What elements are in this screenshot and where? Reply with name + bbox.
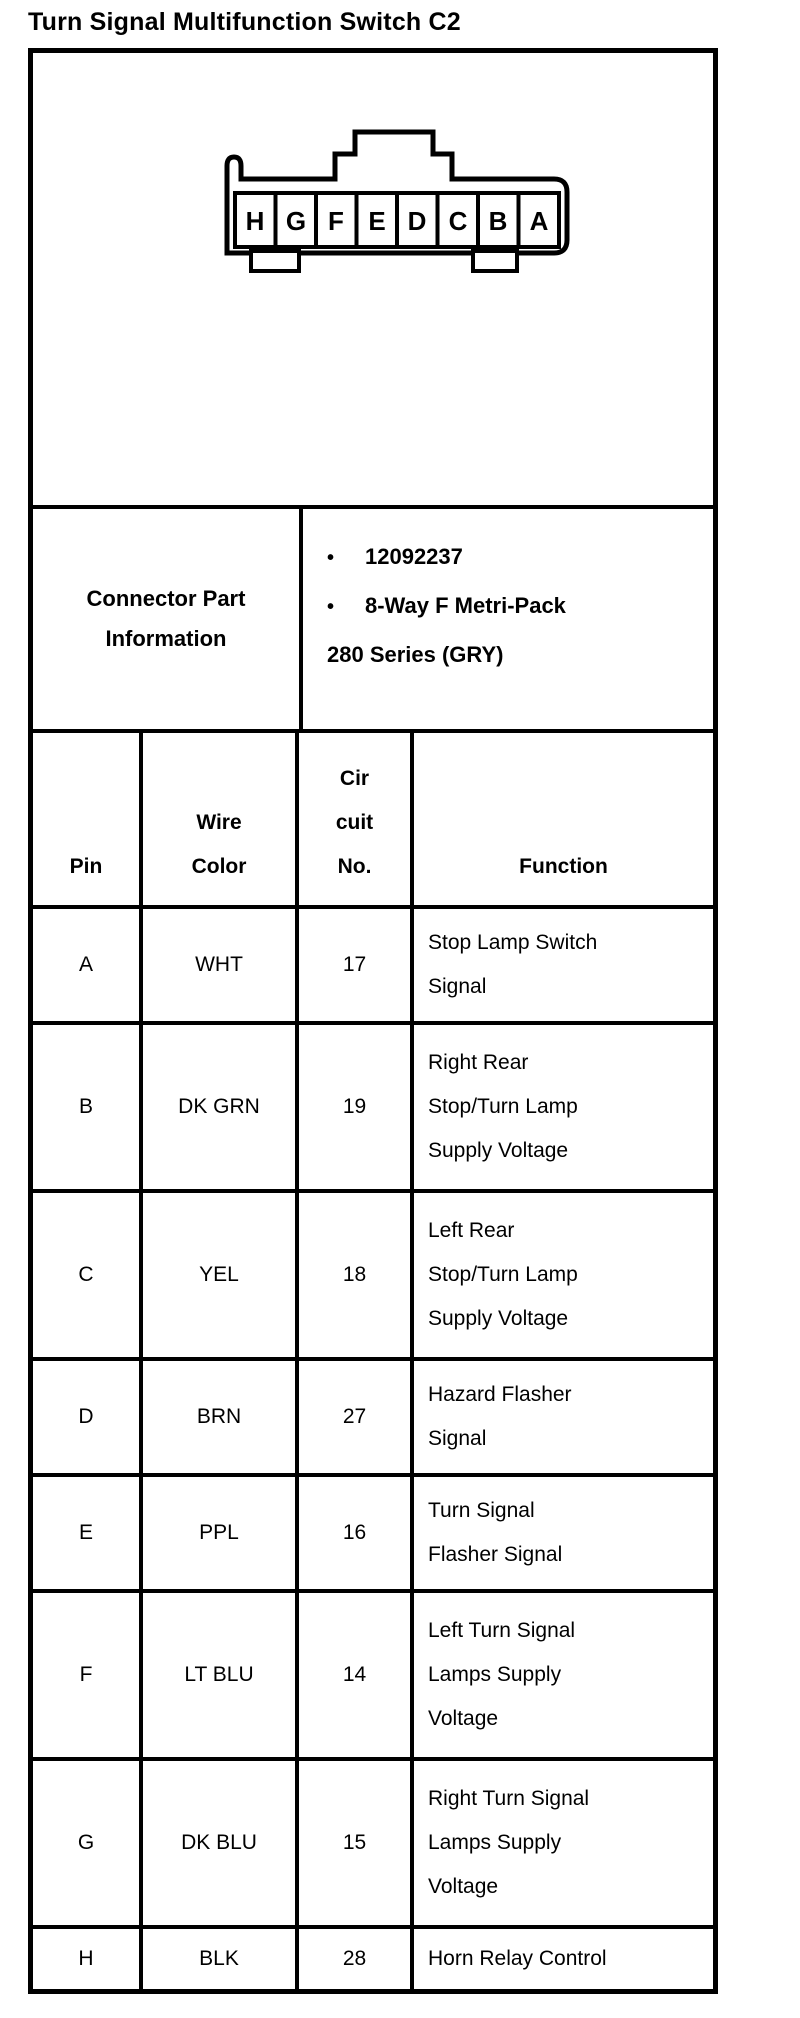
cell-pin: H <box>33 1929 139 1989</box>
cell-wire-color: WHT <box>143 909 295 1021</box>
connector-type-line: • 8-Way F Metri-Pack <box>327 582 703 631</box>
cell-wire-color: PPL <box>143 1477 295 1589</box>
connector-type-continuation: 280 Series (GRY) <box>327 642 504 667</box>
connector-pin-dividers <box>273 193 521 247</box>
cell-pin: G <box>33 1761 139 1925</box>
cell-pin: A <box>33 909 139 1021</box>
cell-wire-color: LT BLU <box>143 1593 295 1757</box>
column-header-function: Function <box>414 733 713 905</box>
cell-function: Right Turn Signal Lamps Supply Voltage <box>414 1761 713 1925</box>
cell-function: Left Rear Stop/Turn Lamp Supply Voltage <box>414 1193 713 1357</box>
connector-part-information-details: • 12092237 • 8-Way F Metri-Pack 280 Series… <box>303 509 713 729</box>
bullet-icon: • <box>327 547 335 569</box>
cell-wire-color: DK GRN <box>143 1025 295 1189</box>
connector-part-information-label: Connector Part Information <box>33 509 299 729</box>
bullet-icon: • <box>327 596 335 618</box>
cell-circuit-no: 17 <box>299 909 410 1021</box>
column-header-pin: Pin <box>33 733 139 905</box>
cell-function: Turn Signal Flasher Signal <box>414 1477 713 1589</box>
connector-pin-label: F <box>328 206 344 236</box>
connector-info-table: H G F E D C B A Connector Part Informati… <box>28 48 718 1994</box>
connector-pin-label: D <box>408 206 427 236</box>
cell-function: Right Rear Stop/Turn Lamp Supply Voltage <box>414 1025 713 1189</box>
part-number: 12092237 <box>365 544 463 569</box>
cell-wire-color: YEL <box>143 1193 295 1357</box>
cell-pin: F <box>33 1593 139 1757</box>
pinout-table: Pin Wire Color Cir cuit No. Function A W… <box>33 733 713 1989</box>
cell-function: Stop Lamp Switch Signal <box>414 909 713 1021</box>
cell-function: Left Turn Signal Lamps Supply Voltage <box>414 1593 713 1757</box>
cell-wire-color: BLK <box>143 1929 295 1989</box>
cell-circuit-no: 18 <box>299 1193 410 1357</box>
connector-pin-label: A <box>530 206 549 236</box>
cell-circuit-no: 16 <box>299 1477 410 1589</box>
cell-pin: B <box>33 1025 139 1189</box>
cell-circuit-no: 19 <box>299 1025 410 1189</box>
connector-part-information-row: Connector Part Information • 12092237 • 8-… <box>33 509 713 729</box>
cell-circuit-no: 28 <box>299 1929 410 1989</box>
cell-function: Horn Relay Control <box>414 1929 713 1989</box>
part-number-line: • 12092237 <box>327 533 703 582</box>
page-title: Turn Signal Multifunction Switch C2 <box>28 8 461 36</box>
cell-circuit-no: 15 <box>299 1761 410 1925</box>
connector-pin-label: H <box>246 206 265 236</box>
connector-pin-label: C <box>449 206 468 236</box>
cell-pin: E <box>33 1477 139 1589</box>
cell-circuit-no: 27 <box>299 1361 410 1473</box>
column-header-circuit-no: Cir cuit No. <box>299 733 410 905</box>
column-header-wire-color: Wire Color <box>143 733 295 905</box>
cell-pin: D <box>33 1361 139 1473</box>
connector-pin-labels: H G F E D C B A <box>246 206 549 236</box>
connector-right-tab <box>471 249 519 273</box>
cell-pin: C <box>33 1193 139 1357</box>
connector-pin-label: B <box>489 206 508 236</box>
connector-left-tab <box>249 249 301 273</box>
cell-function: Hazard Flasher Signal <box>414 1361 713 1473</box>
connector-pin-label: G <box>286 206 306 236</box>
connector-diagram-section: H G F E D C B A <box>33 53 713 505</box>
cell-wire-color: BRN <box>143 1361 295 1473</box>
cell-wire-color: DK BLU <box>143 1761 295 1925</box>
connector-type: 8-Way F Metri-Pack <box>365 593 566 618</box>
connector-pin-label: E <box>368 206 385 236</box>
connector-face-diagram: H G F E D C B A <box>224 129 570 273</box>
cell-circuit-no: 14 <box>299 1593 410 1757</box>
